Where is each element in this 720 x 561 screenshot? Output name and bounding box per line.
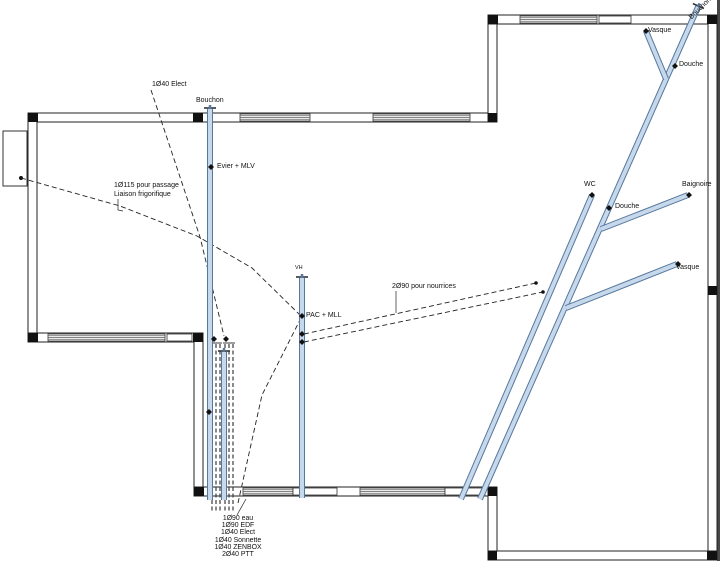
corner-marker-7	[194, 487, 204, 496]
dash-liaison-frigorifique	[20, 177, 301, 316]
pipe-main-drain	[478, 6, 700, 500]
elect-top-label: 1Ø40 Elect	[152, 81, 187, 88]
douche-mid-label: Douche	[615, 203, 640, 210]
pipe-node-1	[206, 409, 212, 415]
pipe-node-9	[686, 192, 692, 198]
passage-label-line2: Liaison frigorifique	[114, 191, 171, 198]
window-frame-3	[598, 15, 632, 24]
conduit-list-item: 1Ø40 Sonnette	[214, 536, 262, 544]
corner-marker-4	[488, 113, 497, 122]
wall-4	[27, 112, 38, 343]
corner-marker-5	[28, 333, 38, 342]
exterior-unit-box	[2, 130, 28, 187]
vasque-low-label: Vasque	[676, 264, 700, 271]
pipe-node-11	[643, 28, 649, 34]
pipe-node-4	[299, 313, 305, 319]
passage-label-line1: 1Ø115 pour passage	[114, 182, 179, 189]
dashed-end-dot-1	[541, 290, 545, 294]
corner-marker-1	[193, 113, 203, 122]
evier-mlv-label: Evier + MLV	[217, 163, 255, 170]
pipe-node-0	[208, 164, 214, 170]
conduit-list-item: 1Ø40 ZENBOX	[214, 543, 262, 551]
wall-8	[487, 486, 498, 560]
dash-nourrice-b	[303, 291, 544, 343]
pipe-node-7	[589, 192, 595, 198]
dash-pac-feed	[237, 317, 302, 504]
pipe-branch-vasque-low	[565, 262, 678, 310]
corner-marker-3	[707, 15, 717, 24]
vasque-top-label: Vasque	[648, 27, 672, 34]
pipe-node-6	[299, 339, 305, 345]
pipe-branch-baignoire	[600, 193, 689, 231]
corner-marker-6	[193, 333, 203, 342]
douche-top-label: Douche	[679, 61, 704, 68]
pac-mll-label: PAC + MLL	[306, 312, 342, 319]
pipe-node-8	[606, 205, 612, 211]
conduit-list-item: 2Ø40 PTT	[222, 551, 254, 559]
pipe-node-5	[299, 331, 305, 337]
wall-6	[193, 332, 204, 496]
window-frame-0	[166, 333, 193, 342]
wc-label: WC	[584, 181, 596, 188]
pipe-node-12	[672, 63, 678, 69]
pipe-main-drain-cap-stub	[696, 2, 701, 8]
corner-marker-8	[488, 487, 497, 496]
pipe-node-2	[211, 336, 217, 342]
leader-line-2	[236, 498, 247, 516]
corner-marker-9	[488, 551, 497, 560]
dash-elect	[150, 89, 225, 337]
pipe-node-3	[223, 336, 229, 342]
leader-line-0	[117, 199, 124, 212]
window-frame-1	[292, 487, 338, 496]
corner-marker-2	[488, 15, 498, 24]
conduit-list-item: 1Ø40 Elect	[220, 529, 256, 537]
nourrices-label: 2Ø90 pour nourrices	[392, 283, 456, 290]
scan-edge	[717, 0, 720, 561]
corner-marker-11	[708, 286, 717, 295]
conduit-list-item: 1Ø90 EDF	[221, 522, 255, 530]
bouchon-top-label: Bouchon	[196, 97, 224, 104]
pipe-wc	[459, 194, 594, 500]
pipe-node-10	[675, 261, 681, 267]
corner-marker-10	[707, 551, 717, 560]
dashed-end-dot-0	[534, 281, 538, 285]
conduit-list-item: 1Ø90 eau	[222, 515, 254, 522]
wall-9	[487, 550, 718, 561]
vh-label: VH	[295, 265, 303, 271]
corner-marker-0	[28, 113, 38, 122]
dash-nourrice-a	[303, 282, 537, 335]
baignoire-label: Baignoire	[682, 181, 712, 188]
wall-1	[487, 14, 498, 123]
pipe-branch-vasque-top	[644, 30, 668, 80]
